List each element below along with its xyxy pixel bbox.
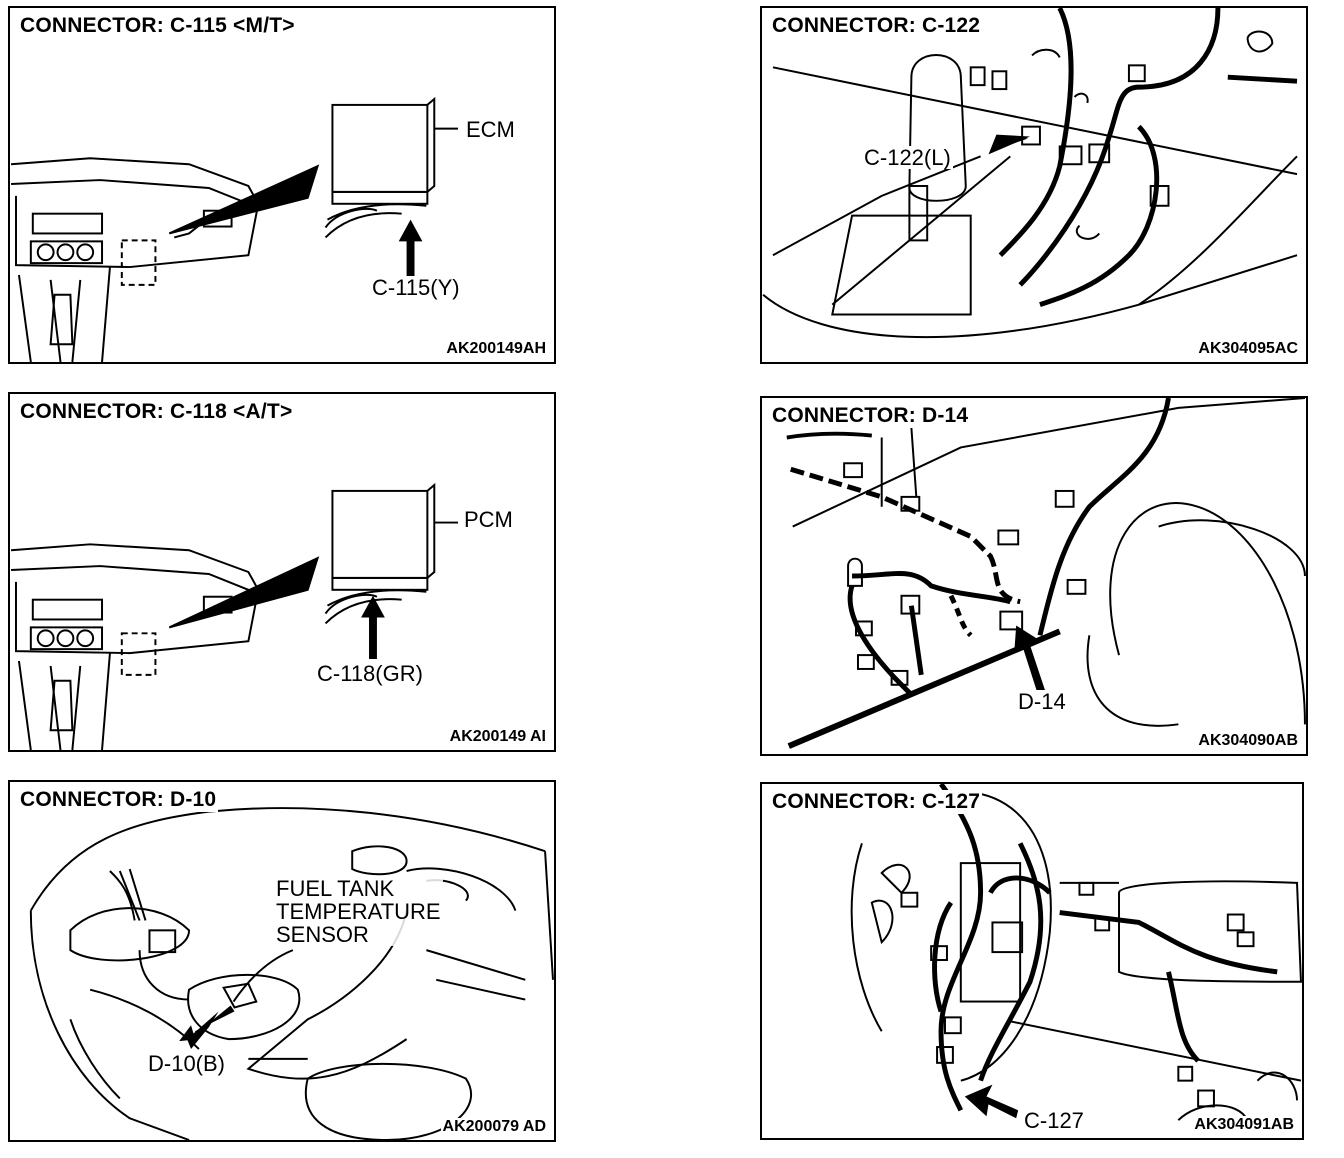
c118-callout-label: C-118(GR) (315, 661, 425, 686)
c127-callout-label: C-127 (1022, 1108, 1086, 1133)
c118-figure-code: AK200149 AI (447, 728, 548, 746)
c127-diagram (850, 784, 1302, 1121)
d10-figure-code: AK200079 AD (440, 1118, 548, 1136)
c115-diagram (10, 96, 459, 362)
c118-diagram (10, 482, 459, 750)
c122-diagram (762, 8, 1298, 339)
d14-callout-label: D-14 (1016, 689, 1068, 714)
d10-callout-label: D-10(B) (146, 1051, 228, 1076)
c118-title: CONNECTOR: C-118 <A/T> (18, 400, 295, 424)
fuel-tank-temperature-sensor-label: FUEL TANK TEMPERATURE SENSOR (274, 876, 443, 948)
panel-connector-c115: CONNECTOR: C-115 <M/T> ECM C-115(Y) AK20… (8, 6, 556, 364)
c122-title: CONNECTOR: C-122 (770, 14, 983, 38)
c127-title: CONNECTOR: C-127 (770, 790, 983, 814)
d10-diagram (29, 807, 554, 1140)
c115-title: CONNECTOR: C-115 <M/T> (18, 14, 297, 38)
panel-connector-c127: CONNECTOR: C-127 C-127 AK304091AB (760, 782, 1304, 1140)
panel-connector-c118: CONNECTOR: C-118 <A/T> PCM C-118(GR) AK2… (8, 392, 556, 752)
panel-connector-d10: CONNECTOR: D-10 FUEL TANK TEMPERATURE SE… (8, 780, 556, 1142)
c115-callout-label: C-115(Y) (370, 275, 462, 300)
c115-figure-code: AK200149AH (444, 340, 548, 358)
d10-title: CONNECTOR: D-10 (18, 788, 219, 812)
panel-connector-d14: CONNECTOR: D-14 D-14 AK304090AB (760, 396, 1308, 756)
d14-title: CONNECTOR: D-14 (770, 404, 971, 428)
pcm-label: PCM (462, 507, 515, 532)
ecm-label: ECM (464, 117, 517, 142)
d14-figure-code: AK304090AB (1196, 732, 1300, 750)
c122-callout-label: C-122(L) (862, 145, 953, 170)
d14-diagram (786, 398, 1306, 749)
panel-connector-c122: CONNECTOR: C-122 C-122(L) AK304095AC (760, 6, 1308, 364)
c127-figure-code: AK304091AB (1192, 1116, 1296, 1134)
c122-figure-code: AK304095AC (1196, 340, 1300, 358)
